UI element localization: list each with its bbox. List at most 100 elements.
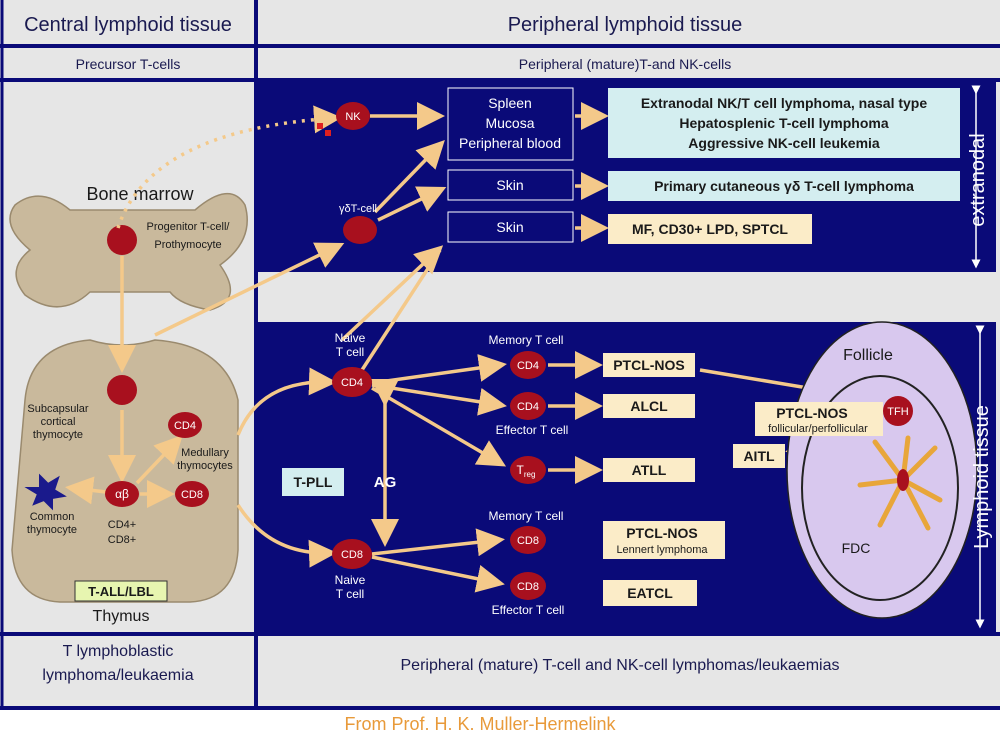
effector-cd4-label: CD4	[517, 401, 539, 413]
left-arrows	[65, 105, 345, 508]
progenitor-label-2: Prothymocyte	[154, 239, 221, 251]
ptcl-nos-label: PTCL-NOS	[613, 357, 685, 373]
atll-box	[603, 458, 695, 482]
header-precursor: Precursor T-cells	[76, 56, 181, 72]
header-peripheral: Peripheral lymphoid tissue	[508, 14, 743, 36]
tall-box	[74, 580, 168, 602]
thymus-cd8-label: CD8	[181, 489, 203, 501]
header-central: Central lymphoid tissue	[24, 14, 232, 36]
spleen-label-3: Peripheral blood	[459, 135, 561, 151]
gd-cell-label: γδT-cell	[339, 203, 377, 215]
skin-label-1: Skin	[496, 177, 523, 193]
memory8-label: Memory T cell	[489, 509, 564, 523]
tpll-box	[282, 468, 344, 496]
lymphoma-box-2	[608, 171, 960, 201]
follicle-outer	[786, 321, 978, 619]
follicle-label: Follicle	[843, 347, 893, 364]
treg-cell	[510, 456, 546, 484]
eatcl-box	[603, 580, 697, 606]
fdc-label: FDC	[842, 540, 871, 556]
top-arrows	[340, 102, 609, 342]
common-label-1: Common	[30, 511, 75, 523]
ptcl-nos-box	[603, 353, 695, 377]
effector4-label: Effector T cell	[496, 423, 569, 437]
ab-cell	[105, 481, 139, 507]
medullary-label-1: Medullary	[181, 447, 229, 459]
thymus-cd8-cell	[175, 481, 209, 507]
effector8-label: Effector T cell	[492, 603, 565, 617]
subcapsular-label-3: thymocyte	[33, 429, 83, 441]
skin-box-2	[447, 211, 574, 243]
eatcl-label: EATCL	[627, 585, 673, 601]
extranodal-label: extranodal	[967, 133, 989, 226]
lymphoma-3-label: MF, CD30+ LPD, SPTCL	[632, 221, 788, 237]
naive4-label-1: Naive	[335, 331, 366, 345]
memory-cd8-cell	[510, 526, 546, 554]
tfh-label: TFH	[887, 406, 908, 418]
dot-marker-1	[317, 123, 323, 129]
lymphoma-1-line-3: Aggressive NK-cell leukemia	[688, 135, 880, 151]
naive-cd4-label: CD4	[341, 377, 363, 389]
lymphoma-1-line-2: Hepatosplenic T-cell lymphoma	[679, 115, 888, 131]
ptcl-nos-2-box	[603, 521, 725, 559]
common-label-2: thymocyte	[27, 524, 77, 536]
common-thymocyte-icon	[24, 473, 67, 511]
lymphoma-2-label: Primary cutaneous γδ T-cell lymphoma	[654, 178, 914, 194]
ptcl-follic-sub: follicular/perfollicular	[768, 423, 868, 435]
ag-label: AG	[374, 474, 397, 491]
atll-label: ATLL	[632, 462, 667, 478]
subcapsular-label-2: cortical	[41, 416, 76, 428]
fdc-nucleus	[897, 469, 909, 491]
progenitor-label-1: Progenitor T-cell/	[147, 221, 231, 233]
alcl-label: ALCL	[630, 398, 668, 414]
memory-cd4-cell	[510, 351, 546, 379]
alcl-box	[603, 394, 695, 418]
thymus-label: Thymus	[93, 608, 150, 625]
ptcl-follic-box	[755, 402, 883, 436]
cd4plus-label: CD4+	[108, 519, 136, 531]
spleen-label-1: Spleen	[488, 95, 532, 111]
naive-cd8-label: CD8	[341, 549, 363, 561]
spleen-box	[447, 87, 574, 161]
lymphoma-1-line-1: Extranodal NK/T cell lymphoma, nasal typ…	[641, 95, 928, 111]
dot-marker-2	[325, 130, 331, 136]
credit-line: From Prof. H. K. Muller-Hermelink	[344, 714, 616, 734]
memory-cd8-label: CD8	[517, 535, 539, 547]
lymphoid-label: Lymphoid tissue	[971, 405, 993, 549]
grid-lines	[0, 0, 1000, 710]
cd8plus-label: CD8+	[108, 534, 136, 546]
progenitor-cell	[107, 225, 137, 255]
footer-left-1: T lymphoblastic	[63, 643, 174, 660]
treg-label: Treg	[517, 463, 536, 479]
tall-label: T-ALL/LBL	[88, 584, 154, 599]
memory4-label: Memory T cell	[489, 333, 564, 347]
spleen-label-2: Mucosa	[485, 115, 534, 131]
subcapsular-label-1: Subcapsular	[27, 403, 88, 415]
skin-label-2: Skin	[496, 219, 523, 235]
aitl-box	[733, 444, 785, 468]
effector-cd8-label: CD8	[517, 581, 539, 593]
ptcl-nos-2-label: PTCL-NOS	[626, 525, 698, 541]
thymus-cd4-cell	[168, 412, 202, 438]
naive-cd8-cell	[332, 539, 372, 569]
tpll-label: T-PLL	[294, 474, 333, 490]
naive4-label-2: T cell	[336, 345, 364, 359]
footer-left-2: lymphoma/leukaemia	[42, 667, 193, 684]
header-peripheral-sub: Peripheral (mature)T-and NK-cells	[519, 56, 731, 72]
naive8-label-1: Naive	[335, 573, 366, 587]
naive8-label-2: T cell	[336, 587, 364, 601]
aitl-label: AITL	[743, 448, 775, 464]
nk-label: NK	[345, 111, 361, 123]
ptcl-follic-label: PTCL-NOS	[776, 405, 848, 421]
skin-box-1	[447, 169, 574, 201]
memory-cd4-label: CD4	[517, 360, 539, 372]
lennert-label: Lennert lymphoma	[616, 544, 708, 556]
effector-cd8-cell	[510, 572, 546, 600]
lymphoma-box-3	[608, 214, 812, 244]
tfh-cell	[883, 396, 913, 426]
bone-marrow-label: Bone marrow	[86, 184, 194, 204]
footer-right: Peripheral (mature) T-cell and NK-cell l…	[401, 657, 840, 674]
ab-label: αβ	[115, 487, 129, 501]
